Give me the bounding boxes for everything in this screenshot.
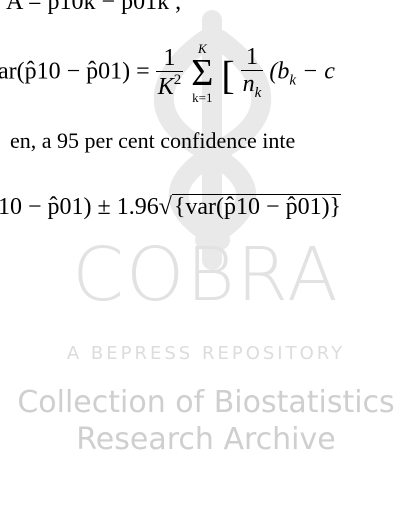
variance-tail-sub: k [289,72,297,89]
body-paragraph: en, a 95 per cent confidence inte [10,128,296,153]
variance-tail: (b [269,58,290,85]
sum-lower-limit: k=1 [192,90,213,106]
fraction-1-over-nk: 1 nk [240,44,264,103]
fraction-denominator: K [157,73,174,100]
summation: K Σ k=1 [191,42,213,104]
inner-denominator: n [242,71,255,98]
equation-top-text: A = p̂10k − p̂01k , [6,0,182,15]
fraction-1-over-k2: 1 K2 [155,45,184,102]
equation-top: A = p̂10k − p̂01k , [6,0,181,14]
variance-lhs: ar(p̂10 − p̂01) = [0,58,150,85]
ci-sqrt-body: {var(p̂10 − p̂01)} [171,194,342,220]
sum-upper-limit: K [197,41,207,56]
fraction-numerator: 1 [155,45,184,72]
sigma-icon: Σ [191,52,214,94]
equation-ci: 10 − p̂01) ± 1.96√{var(p̂10 − p̂01)} [0,194,342,220]
ci-lead: 10 − p̂01) ± 1.96 [0,194,159,220]
variance-tail-rest: − c [296,58,335,85]
inner-denominator-sub: k [254,85,262,102]
fraction-exponent: 2 [173,71,182,88]
inner-numerator: 1 [240,44,264,72]
sqrt-icon: √ [158,194,172,220]
left-bracket-icon: [ [221,52,235,98]
equation-variance: ar(p̂10 − p̂01) = 1 K2 K Σ k=1 [ 1 nk (b… [0,42,335,104]
